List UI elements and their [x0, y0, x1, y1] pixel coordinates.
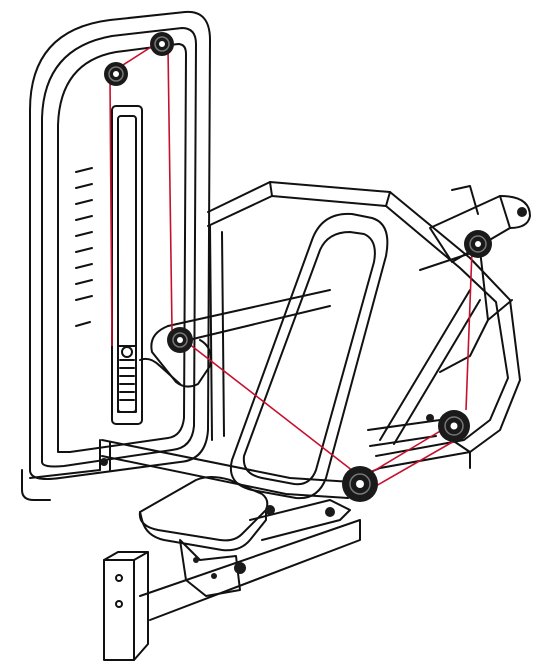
- press-arms: [139, 289, 481, 447]
- selector-rod: [111, 105, 143, 425]
- front-foot-plate: [103, 551, 149, 661]
- weight-stack-tower: [21, 10, 211, 501]
- main-frame: [207, 181, 531, 481]
- top-left-pulley: [104, 62, 128, 86]
- center-low-pulley: [342, 466, 378, 502]
- top-right-pulley: [150, 32, 174, 56]
- arm-pivot-pulley: [167, 327, 193, 353]
- fasteners: [100, 207, 527, 579]
- cable-run: [109, 39, 473, 495]
- tower-slots: [75, 167, 93, 327]
- rear-upper-pulley: [464, 230, 492, 258]
- back-pad: [230, 212, 389, 500]
- pulleys: [104, 32, 492, 502]
- base-frame: [99, 439, 471, 621]
- rear-lower-pulley: [438, 410, 470, 442]
- seat-pad: [138, 476, 269, 552]
